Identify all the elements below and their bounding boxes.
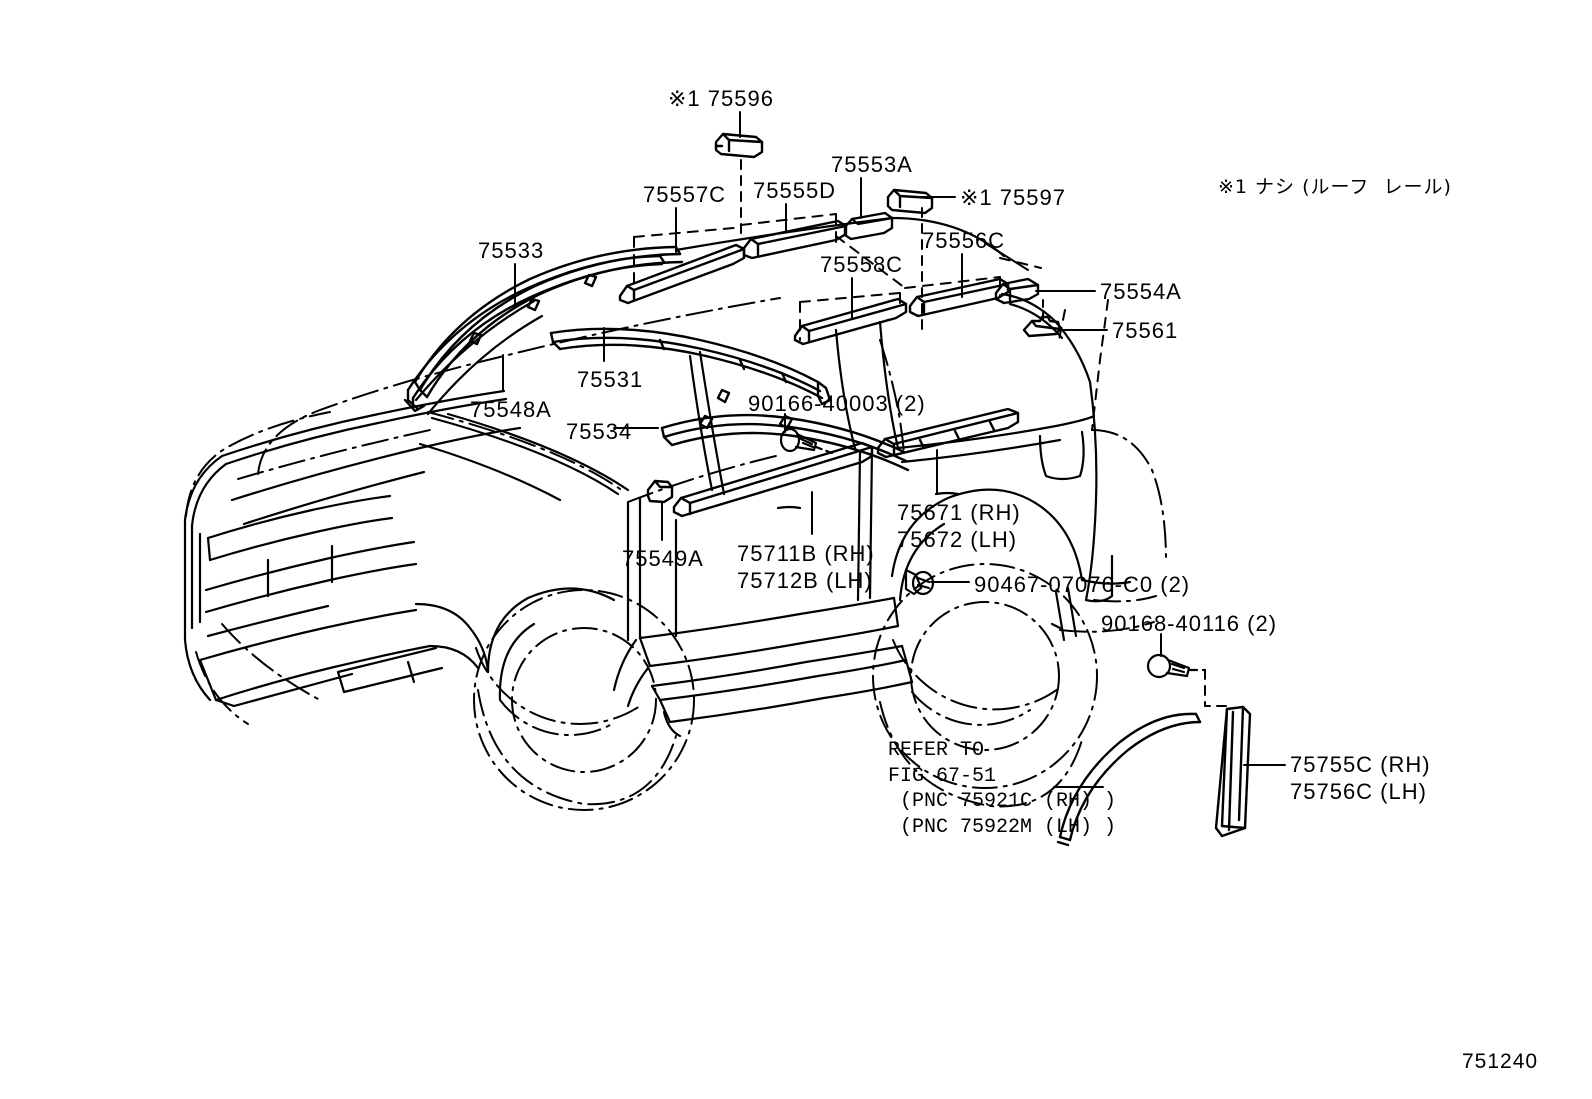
diagram-id: 751240 bbox=[1462, 1050, 1539, 1073]
rear-door-belt-moulding bbox=[876, 407, 1020, 459]
label-part-75556c: 75556C bbox=[922, 228, 1006, 253]
part-75549a-shape bbox=[646, 479, 674, 504]
label-part-75533: 75533 bbox=[478, 238, 545, 263]
label-part-75531: 75531 bbox=[577, 367, 644, 392]
label-part-75558c: 75558C bbox=[820, 252, 904, 277]
label-part-75561: 75561 bbox=[1112, 318, 1179, 343]
label-part-75553a: 75553A bbox=[831, 152, 913, 177]
label-part-75557c: 75557C bbox=[643, 182, 727, 207]
label-part-75549a: 75549A bbox=[622, 546, 704, 571]
footnote-no-roof-rail: ※1 ナシ (ルーフ レール) bbox=[1218, 176, 1452, 198]
rear-sash-garnish bbox=[1056, 712, 1202, 847]
projection-guides bbox=[633, 213, 1109, 431]
label-part-75554a: 75554A bbox=[1100, 279, 1182, 304]
part-75755c-shape bbox=[1214, 705, 1252, 838]
label-part-75597: ※1 75597 bbox=[960, 185, 1066, 210]
label-part-90166-40003: 90166-40003 (2) bbox=[748, 391, 926, 416]
label-part-75534: 75534 bbox=[566, 419, 633, 444]
label-part-75555d: 75555D bbox=[753, 178, 837, 203]
label-part-75671-75672: 75671 (RH) 75672 (LH) bbox=[897, 500, 1021, 552]
roof-moulding-parts bbox=[618, 132, 1062, 346]
vehicle-ghost-outline bbox=[185, 297, 1167, 808]
label-part-75755c-75756c: 75755C (RH) 75756C (LH) bbox=[1290, 752, 1431, 804]
wheel-phantom bbox=[473, 563, 1098, 811]
label-part-75548a: 75548A bbox=[470, 397, 552, 422]
refer-to-note: REFER TO FIG 67-51 (PNC 75921C (RH) ) (P… bbox=[888, 739, 1117, 839]
pillar-garnish-guides bbox=[1204, 669, 1229, 707]
label-part-90467-07076: 90467-07076-C0 (2) bbox=[974, 572, 1191, 597]
windshield-moulding bbox=[549, 327, 910, 472]
vehicle-solid-outline bbox=[183, 216, 1132, 738]
label-part-90168-40116: 90168-40116 (2) bbox=[1101, 611, 1278, 636]
front-door-belt-moulding bbox=[672, 441, 874, 518]
label-part-75596: ※1 75596 bbox=[668, 86, 774, 111]
fasteners bbox=[779, 427, 1207, 679]
label-part-75711b-75712b: 75711B (RH) 75712B (LH) bbox=[737, 541, 875, 593]
